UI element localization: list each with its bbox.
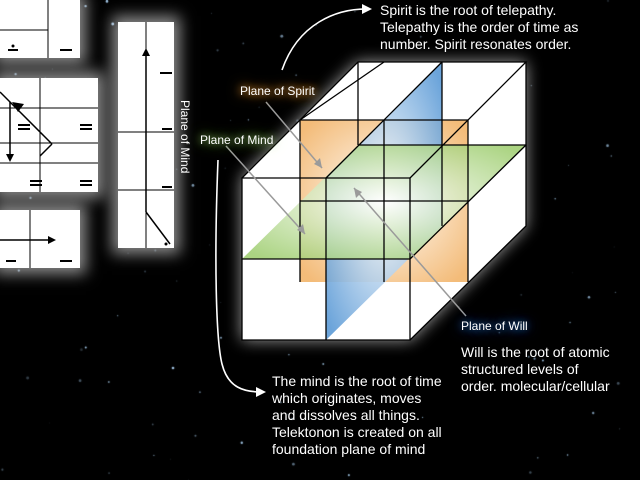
number-panel-middle [0, 78, 98, 192]
vertical-panel-grid [118, 22, 174, 248]
plane-of-spirit-label: Plane of Spirit [240, 84, 315, 98]
plane-of-mind-label: Plane of Mind [200, 133, 274, 147]
spirit-pointer-arrowhead [314, 158, 322, 168]
spirit-callout-curve [281, 8, 371, 71]
spirit-pointer-line [265, 101, 323, 169]
spirit-callout-arrowhead [362, 4, 372, 14]
spirit-description: Spirit is the root of telepathy. Telepat… [380, 2, 579, 52]
will-pointer-line [353, 187, 467, 317]
mind-callout-curve [215, 159, 263, 393]
panel-grid-arrows [0, 78, 98, 192]
will-description: Will is the root of atomic structured le… [461, 344, 610, 394]
panel-grid [0, 0, 72, 58]
mind-pointer-line [225, 145, 306, 235]
mind-description: The mind is the root of time which origi… [272, 373, 442, 457]
cube-grid-lines [241, 61, 528, 341]
number-panel-bottom [0, 210, 80, 268]
number-panel-top [0, 0, 80, 58]
will-pointer-arrowhead [354, 188, 362, 198]
panel-grid-arrow [0, 210, 72, 268]
plane-of-will-label: Plane of Will [461, 319, 528, 333]
mind-callout-arrowhead [256, 387, 266, 397]
mind-pointer-arrowhead [297, 224, 305, 234]
vertical-number-panel [118, 22, 174, 248]
